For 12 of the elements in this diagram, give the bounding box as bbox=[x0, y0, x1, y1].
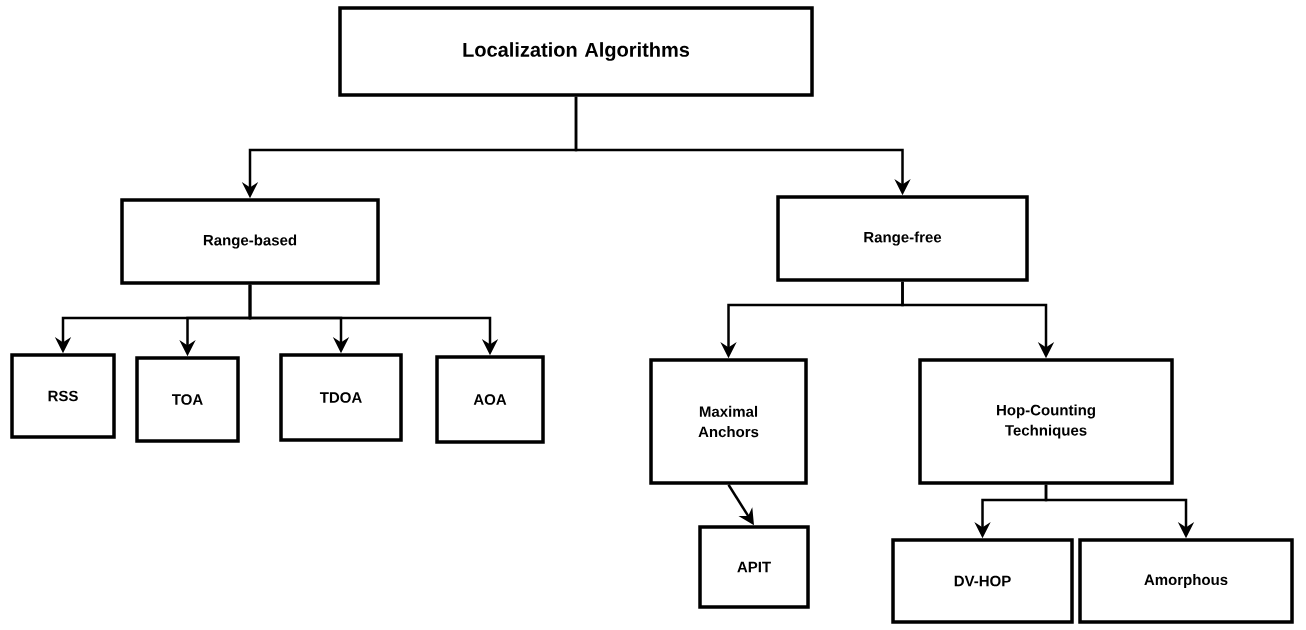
category-box: TOA bbox=[135, 356, 240, 443]
category-box: RSS bbox=[10, 353, 116, 439]
category-box: Range-free bbox=[776, 195, 1029, 282]
title-box: Localization Algorithms bbox=[338, 6, 814, 97]
category-box: AOA bbox=[435, 355, 545, 444]
category-box: Maximal Anchors bbox=[649, 358, 808, 485]
category-box: DV-HOP bbox=[891, 538, 1074, 624]
category-box: Range-based bbox=[120, 198, 380, 285]
category-box: TDOA bbox=[279, 353, 403, 442]
category-box: APIT bbox=[698, 525, 810, 609]
category-box: Hop-Counting Techniques bbox=[918, 358, 1174, 485]
category-box: Amorphous bbox=[1078, 538, 1294, 624]
